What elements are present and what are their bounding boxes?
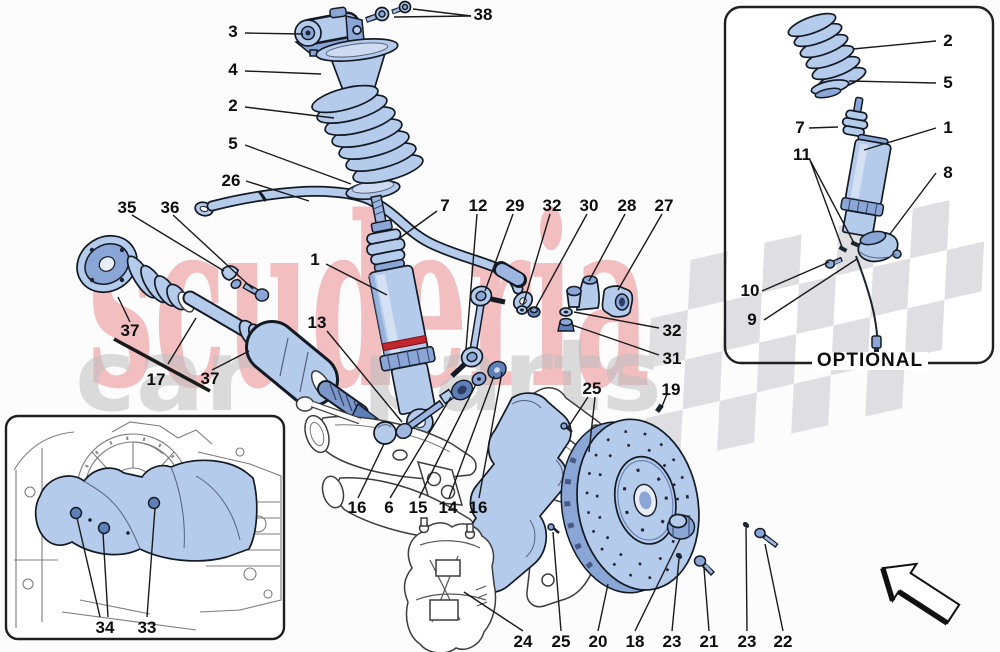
callout-29: 29	[506, 196, 525, 215]
callout-16-left: 16	[348, 498, 367, 517]
callout-13: 13	[308, 313, 327, 332]
callout-20: 20	[589, 632, 608, 651]
callout-30: 30	[580, 196, 599, 215]
optional-coil-spring	[787, 12, 867, 92]
spring-seat	[345, 179, 401, 201]
callout-14: 14	[439, 498, 458, 517]
callout-31: 31	[663, 349, 682, 368]
callout-37-left: 37	[121, 321, 140, 340]
anti-roll-bar	[194, 185, 534, 311]
callout-6: 6	[384, 498, 393, 517]
callout-17: 17	[147, 370, 166, 389]
callout-32-top: 32	[543, 196, 562, 215]
callout-opt-8: 8	[943, 163, 952, 182]
callout-opt-11: 11	[793, 145, 811, 164]
callout-12: 12	[469, 196, 488, 215]
shock-bolt-and-bushings	[373, 360, 507, 445]
callout-25-bottom: 25	[552, 632, 571, 651]
bar-bracket	[566, 275, 600, 311]
callout-34: 34	[96, 618, 115, 637]
link-washer	[516, 305, 528, 315]
optional-box-title: OPTIONAL	[817, 350, 923, 371]
callout-37-right: 37	[201, 369, 220, 388]
callout-3: 3	[228, 22, 237, 41]
link-nut	[527, 306, 541, 318]
bar-bushing	[601, 285, 634, 318]
callout-27: 27	[655, 196, 674, 215]
callout-33: 33	[138, 618, 157, 637]
callout-5: 5	[228, 134, 237, 153]
callout-opt-7: 7	[795, 118, 804, 137]
cv-boot-clamp	[221, 265, 242, 290]
callout-21: 21	[700, 632, 719, 651]
callout-opt-10: 10	[741, 281, 760, 300]
optional-clips	[838, 240, 860, 253]
optional-assembly	[787, 12, 902, 354]
callout-25-top: 25	[583, 379, 602, 398]
callout-opt-2: 2	[943, 31, 952, 50]
callout-22: 22	[774, 632, 793, 651]
callout-15: 15	[409, 498, 428, 517]
callout-18: 18	[626, 632, 645, 651]
optional-spring-seat	[810, 79, 850, 99]
callout-2: 2	[228, 96, 237, 115]
callout-opt-9: 9	[747, 310, 756, 329]
callout-4: 4	[228, 60, 238, 79]
optional-title-bg	[812, 352, 928, 370]
callout-opt-5: 5	[943, 73, 952, 92]
clamp-bolt	[242, 281, 270, 302]
watermark-sub-left-text: car	[75, 317, 256, 434]
brake-disc	[560, 418, 700, 594]
callout-23-right: 23	[738, 632, 757, 651]
bracket-washer	[559, 307, 573, 317]
callout-36: 36	[161, 198, 180, 217]
callout-1: 1	[310, 250, 319, 269]
callout-opt-1: 1	[943, 118, 952, 137]
optional-adjuster	[857, 230, 902, 263]
callout-32-right: 32	[663, 321, 682, 340]
callout-24: 24	[514, 632, 533, 651]
optional-sensor-wire	[855, 255, 882, 354]
drive-shaft	[76, 234, 384, 431]
callout-38: 38	[474, 5, 493, 24]
callout-19: 19	[662, 380, 681, 399]
drop-link	[450, 285, 506, 378]
coil-spring	[311, 84, 424, 184]
direction-arrow	[880, 562, 961, 626]
leader-lines	[76, 8, 937, 632]
inset-gearbox-art	[13, 421, 282, 631]
heat-shield	[34, 459, 258, 562]
optional-shock-absorber	[840, 96, 892, 238]
hub-nut	[666, 513, 696, 540]
disc-fasteners	[675, 522, 779, 576]
callout-26: 26	[222, 171, 241, 190]
callout-7: 7	[440, 196, 449, 215]
callout-28: 28	[618, 196, 637, 215]
callout-16-right: 16	[469, 498, 488, 517]
inset-box-border	[4, 414, 286, 641]
brake-caliper	[403, 517, 497, 652]
bracket-nut	[557, 317, 575, 332]
checkered-flag-pattern	[643, 200, 985, 468]
callout-23-left: 23	[663, 632, 682, 651]
callout-35: 35	[118, 198, 137, 217]
mounting-bolts	[365, 0, 412, 23]
callout-labels: 3 38 4 2 5 26 35 36 7 12 29 32 30 28 27 …	[96, 5, 953, 651]
